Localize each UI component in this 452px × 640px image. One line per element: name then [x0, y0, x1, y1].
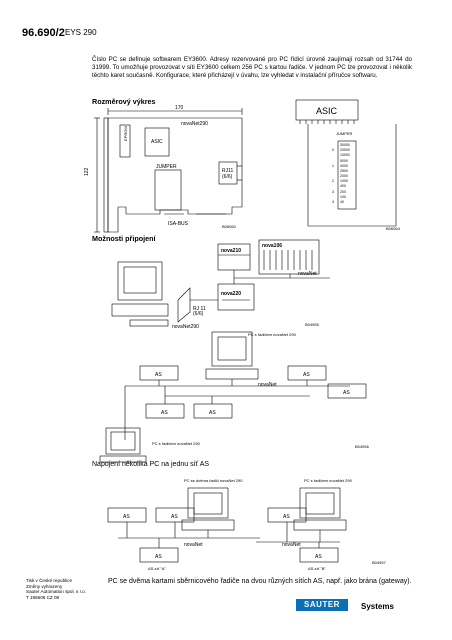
topology-1	[99, 331, 367, 463]
document-number: 96.690/2	[22, 27, 65, 39]
svg-text:30000: 30000	[340, 143, 350, 147]
topology2-ref: B04957	[372, 560, 387, 565]
topology2-as-4: AS	[155, 554, 162, 560]
sauter-logo: SAUTER	[296, 599, 348, 611]
svg-text:0: 0	[332, 148, 334, 152]
topology1-novanet-label: novaNet	[258, 382, 277, 388]
connections-card-label: novaNet290	[172, 324, 199, 330]
nova106-label: nova106	[262, 243, 282, 249]
section-title-network: Napojení několika PC na jednu síť AS	[92, 461, 210, 468]
topology2-net-a: AS-síť "A"	[148, 566, 166, 571]
topology2-as-5: AS	[315, 554, 322, 560]
topology-2	[107, 487, 347, 563]
connections-rj11-sub-label: (6/6)	[193, 311, 204, 317]
nova220-label: nova220	[221, 291, 241, 297]
eprom-label: EPROM	[123, 126, 128, 141]
topology2-net-b: AS-síť "B"	[308, 566, 326, 571]
asic-detail-label: ASIC	[316, 106, 338, 116]
board-ref-2: B06064	[386, 226, 401, 231]
figure-caption: PC se dvěma kartami sběrnicového řadiče …	[108, 578, 412, 585]
svg-text:40: 40	[340, 200, 344, 204]
product-code: EYS 290	[65, 28, 97, 37]
svg-text:4000: 4000	[340, 164, 348, 168]
footer-line-3: Sauter Automation spol. s r.o.	[26, 589, 87, 595]
footer-imprint: Tisk v České republice Změny vyhrazeny S…	[26, 578, 86, 600]
topology2-as-3: AS	[283, 514, 290, 520]
jumper-values: 30000 20000 10000 5000 4000 2500 2000 10…	[332, 143, 350, 204]
svg-text:2500: 2500	[340, 169, 348, 173]
connections-figure	[111, 239, 330, 327]
svg-text:10000: 10000	[340, 153, 350, 157]
topology2-as-1: AS	[123, 514, 130, 520]
topology2-novanet-label-1: novaNet	[184, 542, 203, 548]
topology1-as-2: AS	[303, 372, 310, 378]
svg-text:5000: 5000	[340, 159, 348, 163]
footer-line-4: T 196606 CZ 08	[26, 594, 60, 600]
topology1-pc-label-2: PC s řadičem novaNet 290	[152, 441, 201, 446]
rj11-sub-label: (6/6)	[222, 174, 233, 180]
svg-text:1000: 1000	[340, 179, 348, 183]
asic-label: ASIC	[151, 139, 163, 145]
jumper-detail-label: JUMPER	[336, 131, 353, 136]
topology2-novanet-label-2: novaNet	[282, 542, 301, 548]
svg-text:1: 1	[332, 164, 334, 168]
svg-text:2: 2	[332, 179, 334, 183]
topology1-as-1: AS	[155, 372, 162, 378]
topology1-ref: B04956	[355, 444, 370, 449]
nova210-label: nova210	[221, 248, 241, 254]
topology1-as-4: AS	[161, 410, 168, 416]
topology2-pc2-label: PC s řadičem novaNet 290	[304, 478, 353, 483]
footer-line-2: Změny vyhrazeny	[26, 583, 63, 589]
svg-text:4: 4	[332, 200, 334, 204]
jumper-label: JUMPER	[156, 164, 177, 170]
svg-text:400: 400	[340, 184, 346, 188]
connections-rj11-label: RJ 11	[193, 306, 206, 312]
svg-text:2000: 2000	[340, 174, 348, 178]
topology1-as-3: AS	[343, 390, 350, 396]
board-title: novaNet290	[181, 121, 208, 127]
systems-label: Systems	[361, 602, 394, 611]
connections-ref: B04955	[305, 322, 320, 327]
asic-detail	[295, 99, 397, 227]
topology1-pc-label: PC s řadičem novaNet 290	[248, 332, 297, 337]
connections-novanet-label: novaNet	[298, 271, 317, 277]
section-title-drawing: Rozměrový výkres	[92, 97, 156, 106]
rj11-label: RJ11	[222, 168, 234, 174]
svg-text:200: 200	[340, 190, 346, 194]
footer-line-1: Tisk v České republice	[26, 578, 73, 583]
intro-paragraph: Číslo PC se definuje softwarem EY3600. A…	[92, 56, 412, 80]
board-ref-1: B06060	[222, 224, 237, 229]
board-width-dim: 170	[175, 105, 184, 111]
svg-text:20000: 20000	[340, 148, 350, 152]
svg-text:100: 100	[340, 195, 346, 199]
board-drawing	[94, 108, 243, 233]
svg-text:3: 3	[332, 190, 334, 194]
topology2-pc1-label: PC se dvěma řadiči novaNet 290	[184, 478, 243, 483]
topology2-as-2: AS	[171, 514, 178, 520]
board-height-dim: 122	[84, 167, 90, 176]
section-title-connections: Možnosti připojení	[92, 234, 156, 243]
topology1-as-5: AS	[209, 410, 216, 416]
bus-label: ISA-BUS	[168, 221, 189, 227]
